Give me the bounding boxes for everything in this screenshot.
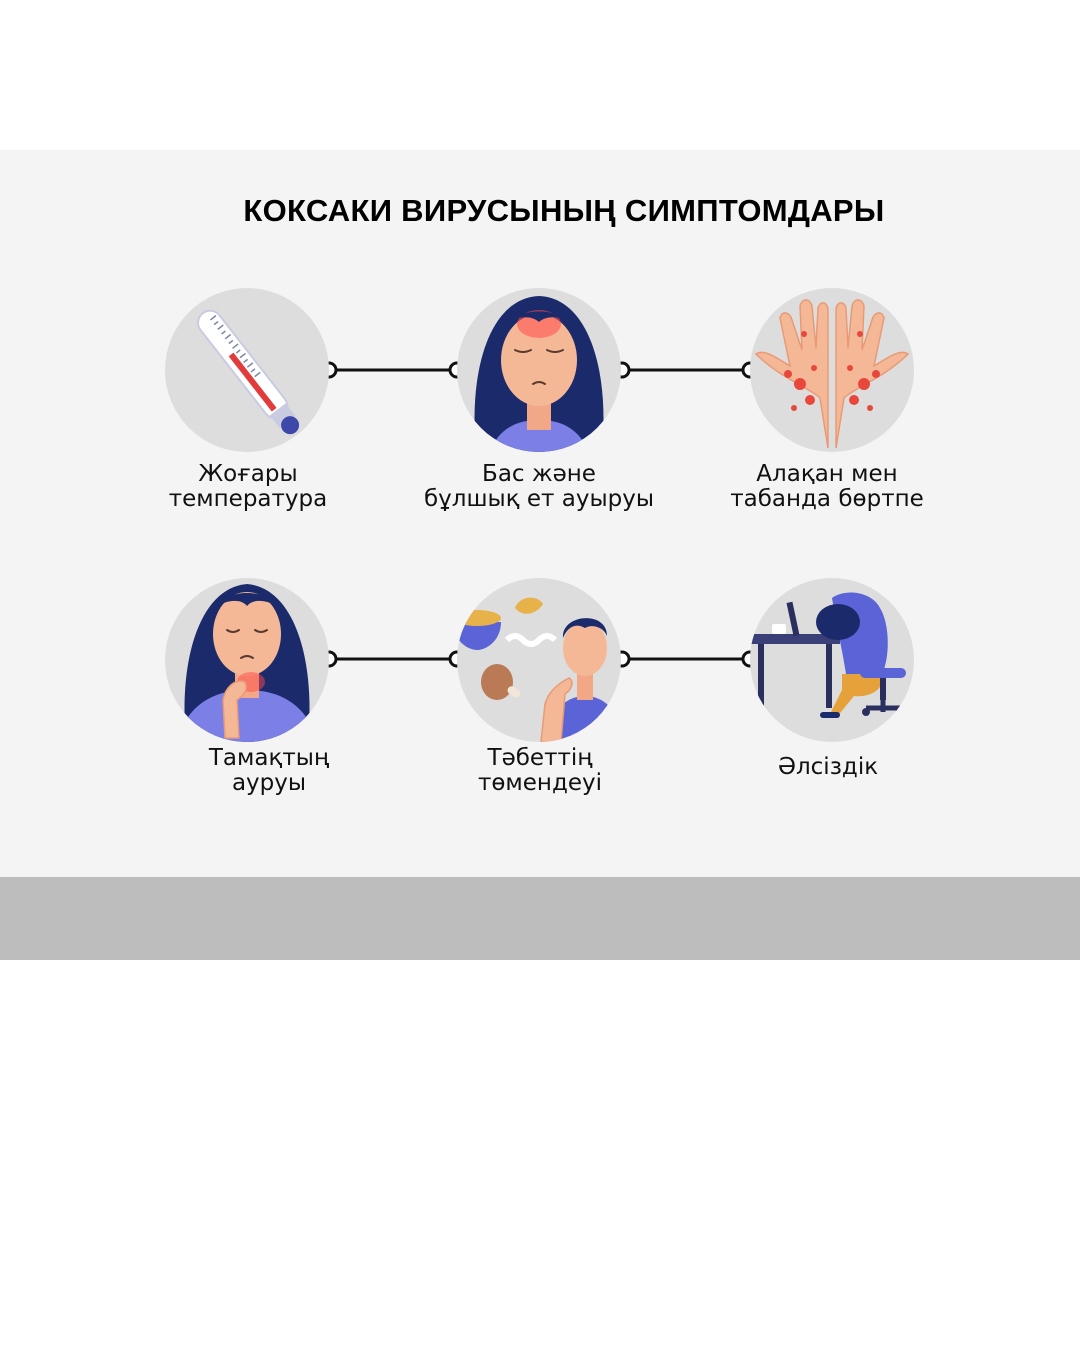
symptom-label-line1: Алақан мен: [756, 461, 898, 487]
symptom-label-line2: төмендеуі: [477, 770, 603, 796]
symptom-label-line2: бұлшық ет ауыруы: [424, 486, 654, 512]
sore-throat-woman-icon: [176, 584, 318, 742]
symptom-label-line1: Тәбеттің: [487, 745, 593, 771]
symptom-label-headache: Бас және бұлшық ет ауыруы: [389, 462, 689, 512]
symptom-circle-appetite: [457, 578, 621, 742]
loss-of-appetite-man-icon: [457, 597, 621, 742]
symptom-circle-weakness: [750, 578, 914, 742]
symptom-label-line2: ауруы: [231, 770, 307, 796]
symptom-label-fever: Жоғары температура: [98, 462, 398, 512]
symptom-label-line1: Тамақтың: [208, 745, 330, 771]
symptom-label-line2: температура: [168, 486, 328, 512]
rash-hands-icon: [754, 299, 910, 449]
symptom-label-line1: Бас және: [482, 461, 596, 487]
symptom-label-line2: табанда бөртпе: [730, 486, 924, 512]
headache-woman-icon: [474, 296, 604, 452]
symptom-circle-headache: [457, 288, 621, 452]
infographic-panel: [0, 150, 1080, 877]
symptom-label-rash: Алақан мен табанда бөртпе: [677, 462, 977, 512]
symptom-label-line1: Әлсіздік: [777, 754, 879, 780]
symptom-circle-sore-throat: [165, 578, 329, 742]
symptom-label-line1: Жоғары: [198, 461, 298, 487]
symptom-label-appetite: Тәбеттің төмендеуі: [390, 746, 690, 796]
tired-person-at-desk-icon: [750, 592, 906, 718]
thermometer-icon: [197, 309, 300, 435]
symptom-label-sore-throat: Тамақтың ауруы: [119, 746, 419, 796]
page-title: КОКСАКИ ВИРУСЫНЫҢ СИМПТОМДАРЫ: [243, 193, 885, 228]
symptom-circle-rash: [750, 288, 914, 452]
symptom-label-weakness: Әлсіздік: [678, 755, 978, 780]
symptom-circle-fever: [165, 288, 329, 452]
footer-band: [0, 877, 1080, 960]
